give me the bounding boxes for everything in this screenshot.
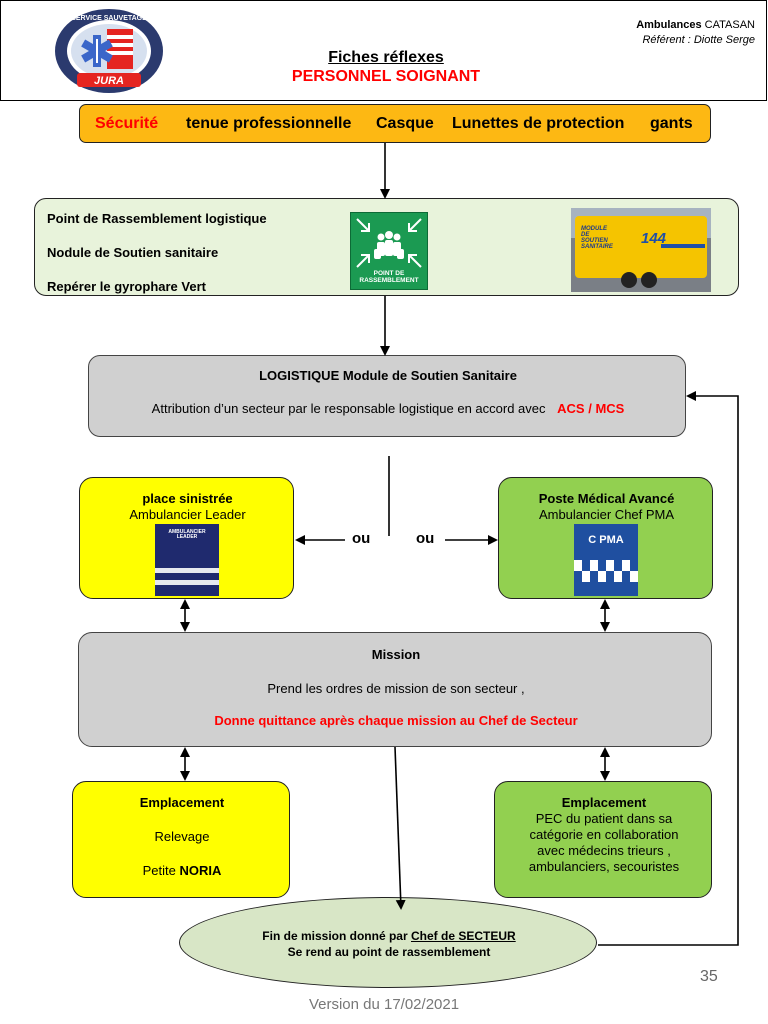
emplacement-line: Petite NORIA bbox=[142, 863, 222, 878]
fin-mission-ellipse: Fin de mission donné par Chef de SECTEUR… bbox=[179, 897, 597, 988]
safety-label: Sécurité bbox=[95, 115, 159, 132]
emplacement-left-box: Emplacement Relevage Petite NORIA bbox=[72, 781, 290, 898]
or-label-right: ou bbox=[416, 530, 435, 547]
pma-box: Poste Médical Avancé Ambulancier Chef PM… bbox=[498, 477, 713, 599]
emplacement-lines: PEC du patient dans sa catégorie en coll… bbox=[528, 811, 680, 874]
emplacement-line: Relevage bbox=[154, 829, 210, 844]
referent: Référent : Diotte Serge bbox=[642, 34, 755, 46]
header: JURA SERVICE SAUVETAGE Fiches réflexes P… bbox=[0, 0, 767, 101]
page-number: 35 bbox=[700, 968, 718, 985]
version-label: Version du 17/02/2021 bbox=[308, 996, 460, 1013]
fin-line: Se rend au point de rassemblement bbox=[287, 945, 491, 959]
assembly-people-icon bbox=[356, 218, 422, 268]
page-subtitle: PERSONNEL SOIGNANT bbox=[291, 68, 481, 85]
pma-title: Poste Médical Avancé bbox=[538, 491, 675, 506]
arrow-mission-to-fin bbox=[394, 746, 406, 910]
trailer-number: 144 bbox=[641, 230, 667, 247]
safety-item: Casque bbox=[376, 115, 434, 132]
rally-line: Point de Rassemblement logistique bbox=[47, 211, 267, 226]
emplacement-right-box: Emplacement PEC du patient dans sa catég… bbox=[494, 781, 712, 898]
mission-line: Prend les ordres de mission de son secte… bbox=[267, 681, 525, 696]
page-title: Fiches réflexes bbox=[328, 49, 444, 66]
pma-subtitle: Ambulancier Chef PMA bbox=[538, 507, 675, 522]
place-subtitle: Ambulancier Leader bbox=[129, 507, 246, 522]
acs-mcs-label: ACS / MCS bbox=[557, 401, 625, 416]
logistique-box: LOGISTIQUE Module de Soutien Sanitaire A… bbox=[88, 355, 686, 437]
rally-line: Nodule de Soutien sanitaire bbox=[47, 245, 219, 260]
logo-label: JURA bbox=[94, 75, 124, 87]
logo-arc-text: SERVICE SAUVETAGE bbox=[71, 15, 147, 22]
service-sauvetage-logo: JURA SERVICE SAUVETAGE bbox=[55, 9, 163, 93]
emplacement-title: Emplacement bbox=[139, 795, 225, 810]
or-label-left: ou bbox=[352, 530, 371, 547]
organization: Ambulances CATASAN bbox=[636, 19, 755, 31]
safety-item: Lunettes de protection bbox=[452, 115, 625, 132]
org-name: CATASAN bbox=[704, 19, 755, 31]
place-title: place sinistrée bbox=[142, 491, 233, 506]
org-label: Ambulances bbox=[636, 19, 702, 31]
safety-item: tenue professionnelle bbox=[186, 115, 352, 132]
rally-line: Repérer le gyrophare Vert bbox=[47, 279, 206, 294]
fin-line: Fin de mission donné par Chef de SECTEUR bbox=[262, 929, 516, 943]
leader-vest-photo: AMBULANCIER LEADER bbox=[155, 524, 219, 596]
mission-line-highlight: Donne quittance après chaque mission au … bbox=[214, 713, 578, 728]
mission-box: Mission Prend les ordres de mission de s… bbox=[78, 632, 712, 747]
place-sinistree-box: place sinistrée Ambulancier Leader AMBUL… bbox=[79, 477, 294, 599]
logistique-title: LOGISTIQUE Module de Soutien Sanitaire bbox=[259, 368, 517, 383]
return-loop-arrow bbox=[598, 391, 739, 946]
safety-item: gants bbox=[650, 115, 693, 132]
assembly-point-sign: POINT DE RASSEMBLEMENT bbox=[350, 212, 428, 290]
sign-text: POINT DE RASSEMBLEMENT bbox=[359, 270, 419, 284]
safety-banner: Sécurité tenue professionnelle Casque Lu… bbox=[79, 104, 711, 143]
mission-title: Mission bbox=[371, 647, 421, 662]
chef-pma-vest-photo: C PMA bbox=[574, 524, 638, 596]
logistique-text: Attribution d’un secteur par le responsa… bbox=[151, 401, 625, 416]
emplacement-title: Emplacement bbox=[561, 795, 647, 810]
